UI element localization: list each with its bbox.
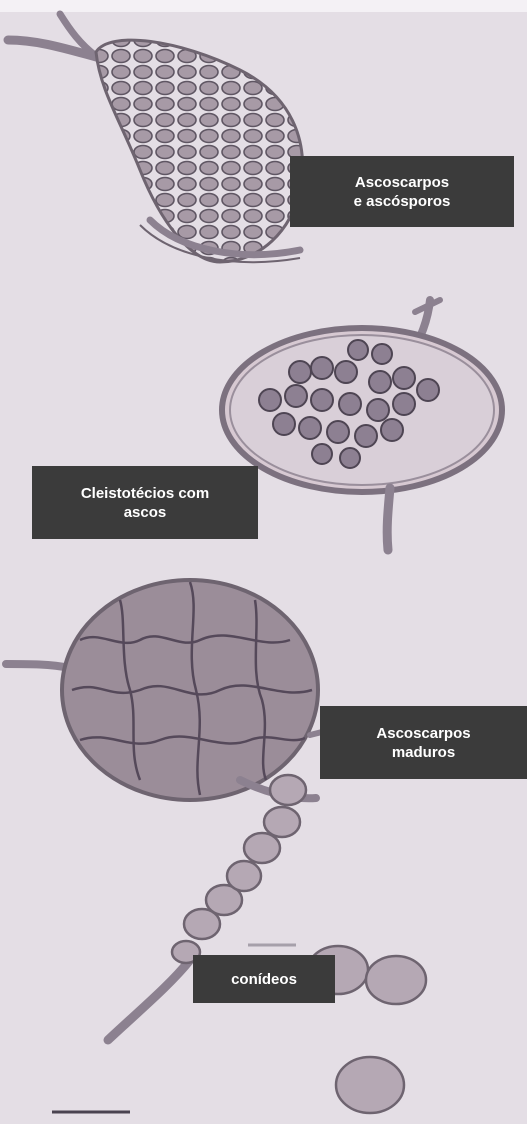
label-conidia: conídeos (193, 955, 335, 1003)
label-ascocarps-and-ascospores: Ascoscarpos e ascósporos (290, 156, 514, 227)
label-line: Cleistotécios com (81, 484, 209, 503)
label-line: ascos (124, 503, 167, 522)
label-line: conídeos (231, 970, 297, 989)
label-mature-ascocarps: Ascoscarpos maduros (320, 706, 527, 779)
label-cleistothecia-with-asci: Cleistotécios com ascos (32, 466, 258, 539)
label-line: maduros (392, 743, 455, 762)
label-line: Ascoscarpos (355, 173, 449, 192)
label-line: e ascósporos (354, 192, 451, 211)
label-line: Ascoscarpos (376, 724, 470, 743)
